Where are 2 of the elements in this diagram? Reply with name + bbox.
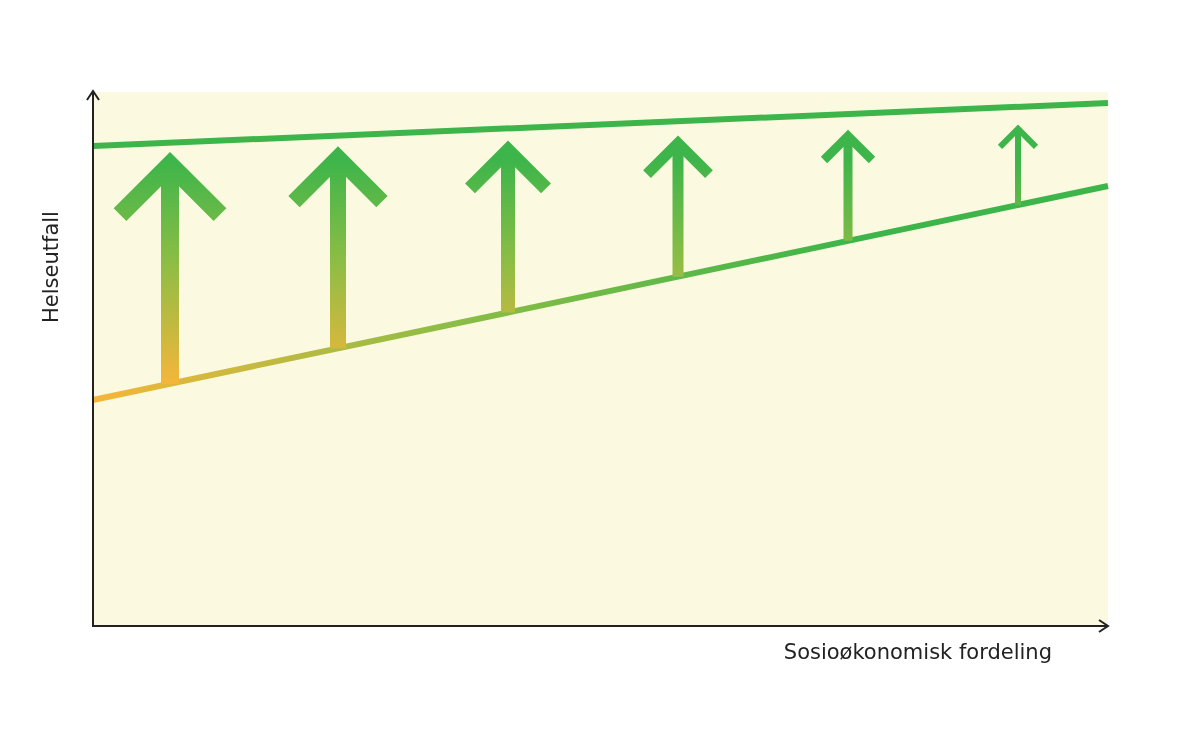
y-axis-label: Helseutfall bbox=[38, 211, 63, 323]
x-axis-label: Sosioøkonomisk fordeling bbox=[783, 640, 1052, 664]
